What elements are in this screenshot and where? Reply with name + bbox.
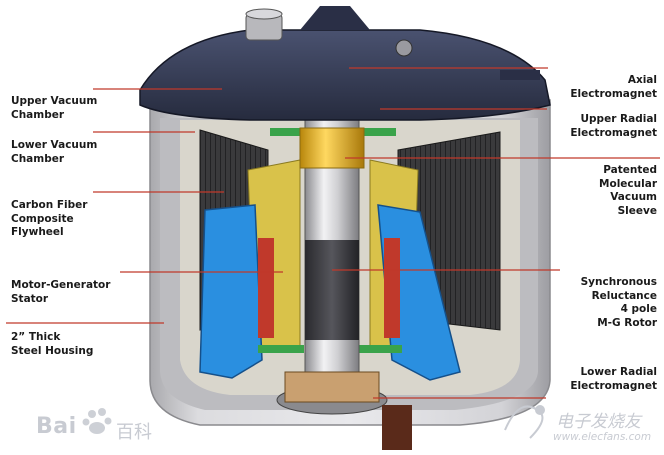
molecular-vacuum-sleeve-part xyxy=(299,127,365,169)
watermark-baike-cn: 百科 xyxy=(116,422,152,443)
watermark-elecfans-cn: 电子发烧友 xyxy=(556,412,641,432)
watermark-elecfans-url: www.elecfans.com xyxy=(553,431,652,443)
green-plates xyxy=(258,128,402,353)
lower-radial-magnet-part xyxy=(276,371,412,450)
leader-lines xyxy=(6,67,660,399)
watermark-baike-brand: Bai xyxy=(36,414,77,439)
baike-paw-logo xyxy=(82,408,112,434)
synchronous-rotor-part xyxy=(305,240,359,340)
elecfans-logo-icon xyxy=(504,405,545,439)
motor-generator-stator-part xyxy=(199,204,461,381)
top-cap xyxy=(139,6,551,121)
